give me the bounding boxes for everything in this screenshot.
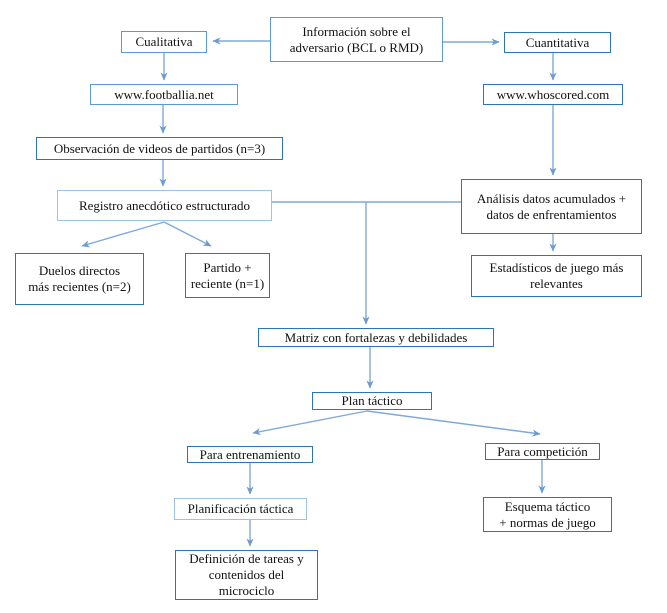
edge-registro-partido [163, 221, 212, 247]
node-footballia-url: www.footballia.net [90, 84, 238, 105]
node-cuantitativa: Cuantitativa [504, 32, 611, 53]
node-cualitativa: Cualitativa [121, 31, 207, 53]
node-duelos-directos: Duelos directos más recientes (n=2) [15, 253, 144, 305]
node-planificacion-tactica: Planificación táctica [174, 498, 307, 520]
edge-registro-duelos [81, 221, 165, 248]
node-whoscored-url: www.whoscored.com [483, 84, 623, 105]
node-definicion-tareas: Definición de tareas y contenidos del mi… [175, 550, 318, 600]
node-observacion-videos: Observación de videos de partidos (n=3) [36, 137, 283, 160]
node-informacion-adversario: Información sobre el adversario (BCL o R… [270, 17, 443, 62]
node-para-entrenamiento: Para entrenamiento [187, 446, 313, 463]
node-estadisticos-juego: Estadísticos de juego más relevantes [471, 255, 642, 297]
node-analisis-datos: Análisis datos acumulados + datos de enf… [461, 179, 642, 234]
node-matriz-fortalezas: Matriz con fortalezas y debilidades [258, 328, 494, 347]
node-esquema-tactico: Esquema táctico + normas de juego [483, 497, 612, 532]
node-para-competicion: Para competición [485, 443, 600, 460]
node-plan-tactico: Plan táctico [312, 392, 432, 410]
node-partido-reciente: Partido + reciente (n=1) [185, 253, 270, 298]
edge-plan-entrenamiento [252, 410, 368, 436]
node-registro-anecdotico: Registro anecdótico estructurado [57, 190, 272, 221]
edge-plan-competicion [366, 410, 541, 437]
